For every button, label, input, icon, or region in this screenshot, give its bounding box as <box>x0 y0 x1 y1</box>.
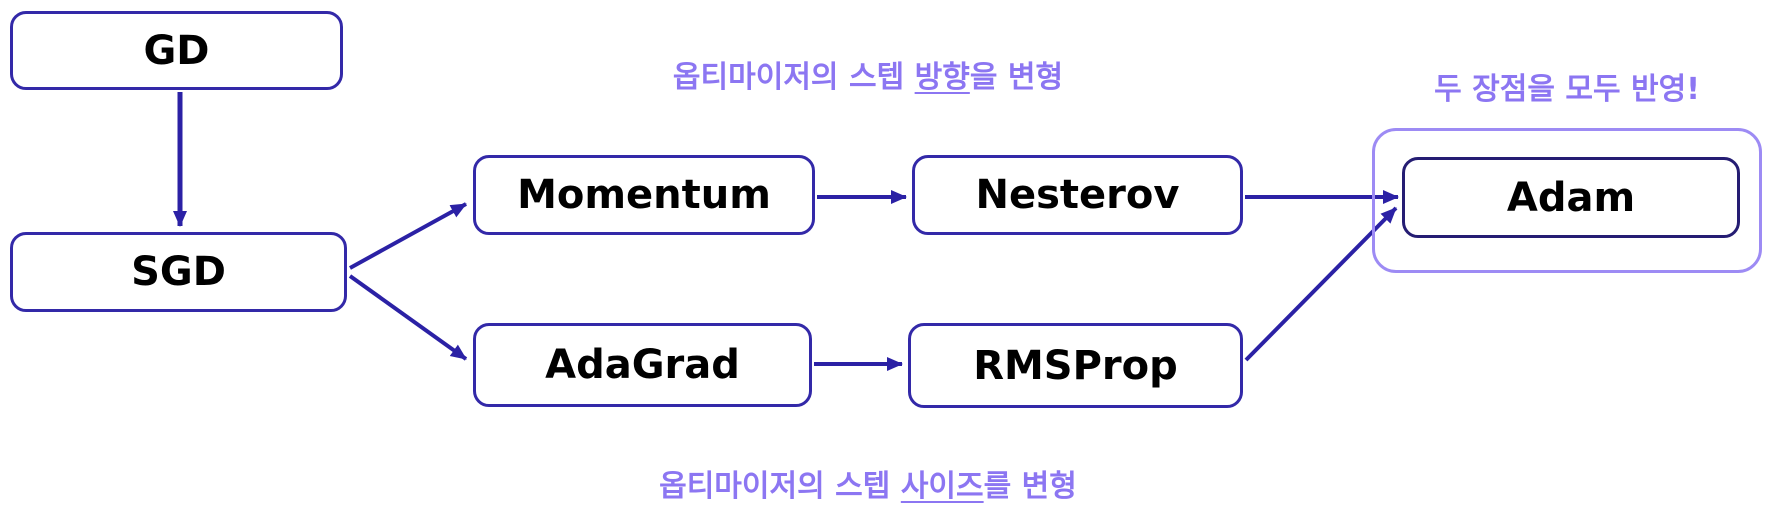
node-sgd-label: SGD <box>131 249 226 295</box>
annotation-adam-note-text: 두 장점을 모두 반영! <box>1434 72 1700 107</box>
annotation-step-size: 옵티마이저의 스텝 사이즈를 변형 <box>598 461 1138 505</box>
annotation-step-direction: 옵티마이저의 스텝 방향을 변형 <box>598 52 1138 96</box>
node-gd-label: GD <box>143 27 210 74</box>
node-nesterov: Nesterov <box>912 155 1243 235</box>
edge-sgd-adagrad <box>348 274 468 361</box>
node-adagrad-label: AdaGrad <box>545 342 740 388</box>
annotation-step-size-underlined: 사이즈 <box>900 469 984 504</box>
node-momentum: Momentum <box>473 155 815 235</box>
adam-highlight-container <box>1372 128 1762 273</box>
node-rmsprop-label: RMSProp <box>973 342 1178 389</box>
node-sgd: SGD <box>10 232 347 312</box>
node-rmsprop: RMSProp <box>908 323 1243 408</box>
node-adagrad: AdaGrad <box>473 323 812 407</box>
annotation-step-size-pre: 옵티마이저의 스텝 <box>659 469 901 504</box>
node-adam: Adam <box>1402 157 1740 238</box>
edge-sgd-momentum <box>349 202 467 270</box>
annotation-step-size-post: 를 변형 <box>983 469 1077 504</box>
node-adam-label: Adam <box>1506 174 1636 221</box>
annotation-adam-note: 두 장점을 모두 반영! <box>1352 64 1776 108</box>
node-gd: GD <box>10 11 343 90</box>
annotation-step-direction-post: 을 변형 <box>969 60 1064 95</box>
node-nesterov-label: Nesterov <box>975 172 1180 218</box>
node-momentum-label: Momentum <box>517 172 771 218</box>
annotation-step-direction-pre: 옵티마이저의 스텝 <box>672 60 915 95</box>
annotation-step-direction-underlined: 방향 <box>914 60 970 95</box>
